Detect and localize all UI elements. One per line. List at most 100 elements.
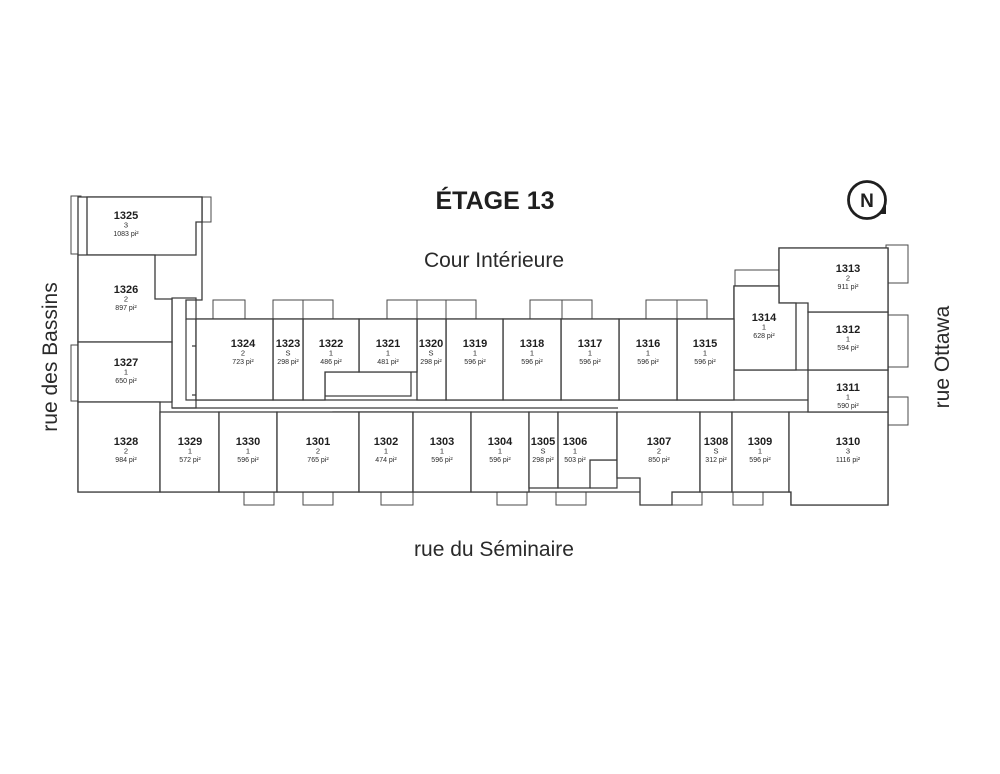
unit-number: 1308: [704, 436, 728, 448]
unit-area: 572 pi²: [179, 457, 201, 464]
unit-area: 474 pi²: [375, 457, 397, 464]
unit-number: 1309: [748, 436, 772, 448]
unit-number: 1315: [693, 338, 717, 350]
unit-area: 765 pi²: [307, 457, 329, 464]
unit-number: 1321: [376, 338, 400, 350]
unit-area: 590 pi²: [837, 403, 859, 410]
unit-area: 312 pi²: [705, 457, 727, 464]
unit-number: 1327: [114, 357, 138, 369]
unit-number: 1318: [520, 338, 544, 350]
unit-area: 850 pi²: [648, 457, 670, 464]
unit-area: 481 pi²: [377, 359, 399, 366]
unit-area: 1083 pi²: [113, 231, 139, 238]
unit-bedrooms: S: [428, 349, 433, 358]
unit-area: 596 pi²: [579, 359, 601, 366]
unit-number: 1313: [836, 263, 860, 275]
unit-number: 1320: [419, 338, 443, 350]
unit-bedrooms: 1: [473, 349, 477, 358]
unit-area: 486 pi²: [320, 359, 342, 366]
unit-number: 1326: [114, 284, 138, 296]
unit-number: 1330: [236, 436, 260, 448]
unit-bedrooms: 3: [124, 221, 128, 230]
unit-bedrooms: 1: [588, 349, 592, 358]
unit-area: 596 pi²: [521, 359, 543, 366]
unit-number: 1314: [752, 312, 777, 324]
unit-area: 897 pi²: [115, 305, 137, 312]
unit-bedrooms: S: [285, 349, 290, 358]
unit-bedrooms: 1: [530, 349, 534, 358]
unit-bedrooms: 1: [440, 447, 444, 456]
unit-bedrooms: 1: [329, 349, 333, 358]
unit-bedrooms: S: [713, 447, 718, 456]
unit-bedrooms: 1: [846, 393, 850, 402]
street-label-south: rue du Séminaire: [414, 538, 574, 561]
unit-bedrooms: 1: [498, 447, 502, 456]
unit-number: 1322: [319, 338, 343, 350]
unit-bedrooms: 1: [246, 447, 250, 456]
unit-area: 723 pi²: [232, 359, 254, 366]
unit-number: 1329: [178, 436, 202, 448]
unit-number: 1305: [531, 436, 555, 448]
north-label: N: [860, 191, 874, 212]
unit-number: 1307: [647, 436, 671, 448]
unit-area: 298 pi²: [532, 457, 554, 464]
unit-area: 911 pi²: [838, 284, 860, 291]
unit-room-outline[interactable]: [86, 196, 203, 256]
unit-room-outline[interactable]: [195, 318, 274, 401]
unit-bedrooms: 1: [703, 349, 707, 358]
unit-room-outline[interactable]: [416, 318, 447, 401]
unit-area: 596 pi²: [637, 359, 659, 366]
unit-room-outline[interactable]: [77, 341, 173, 403]
unit-bedrooms: 1: [846, 335, 850, 344]
unit-bedrooms: 2: [846, 274, 850, 283]
unit-bedrooms: 1: [124, 368, 128, 377]
unit-room-outline[interactable]: [470, 411, 530, 493]
north-arrow-icon: N: [847, 180, 887, 220]
unit-number: 1319: [463, 338, 487, 350]
unit-bedrooms: 2: [124, 447, 128, 456]
unit-bedrooms: 1: [188, 447, 192, 456]
unit-area: 298 pi²: [420, 359, 442, 366]
unit-area: 1116 pi²: [836, 457, 861, 464]
unit-area: 596 pi²: [489, 457, 511, 464]
unit-area: 596 pi²: [694, 359, 716, 366]
courtyard-label: Cour Intérieure: [424, 249, 564, 272]
unit-bedrooms: 1: [386, 349, 390, 358]
unit-number: 1301: [306, 436, 330, 448]
unit-number: 1324: [231, 338, 256, 350]
unit-number: 1306: [563, 436, 587, 448]
unit-area: 984 pi²: [115, 457, 137, 464]
street-label-west: rue des Bassins: [39, 282, 62, 431]
unit-area: 596 pi²: [464, 359, 486, 366]
